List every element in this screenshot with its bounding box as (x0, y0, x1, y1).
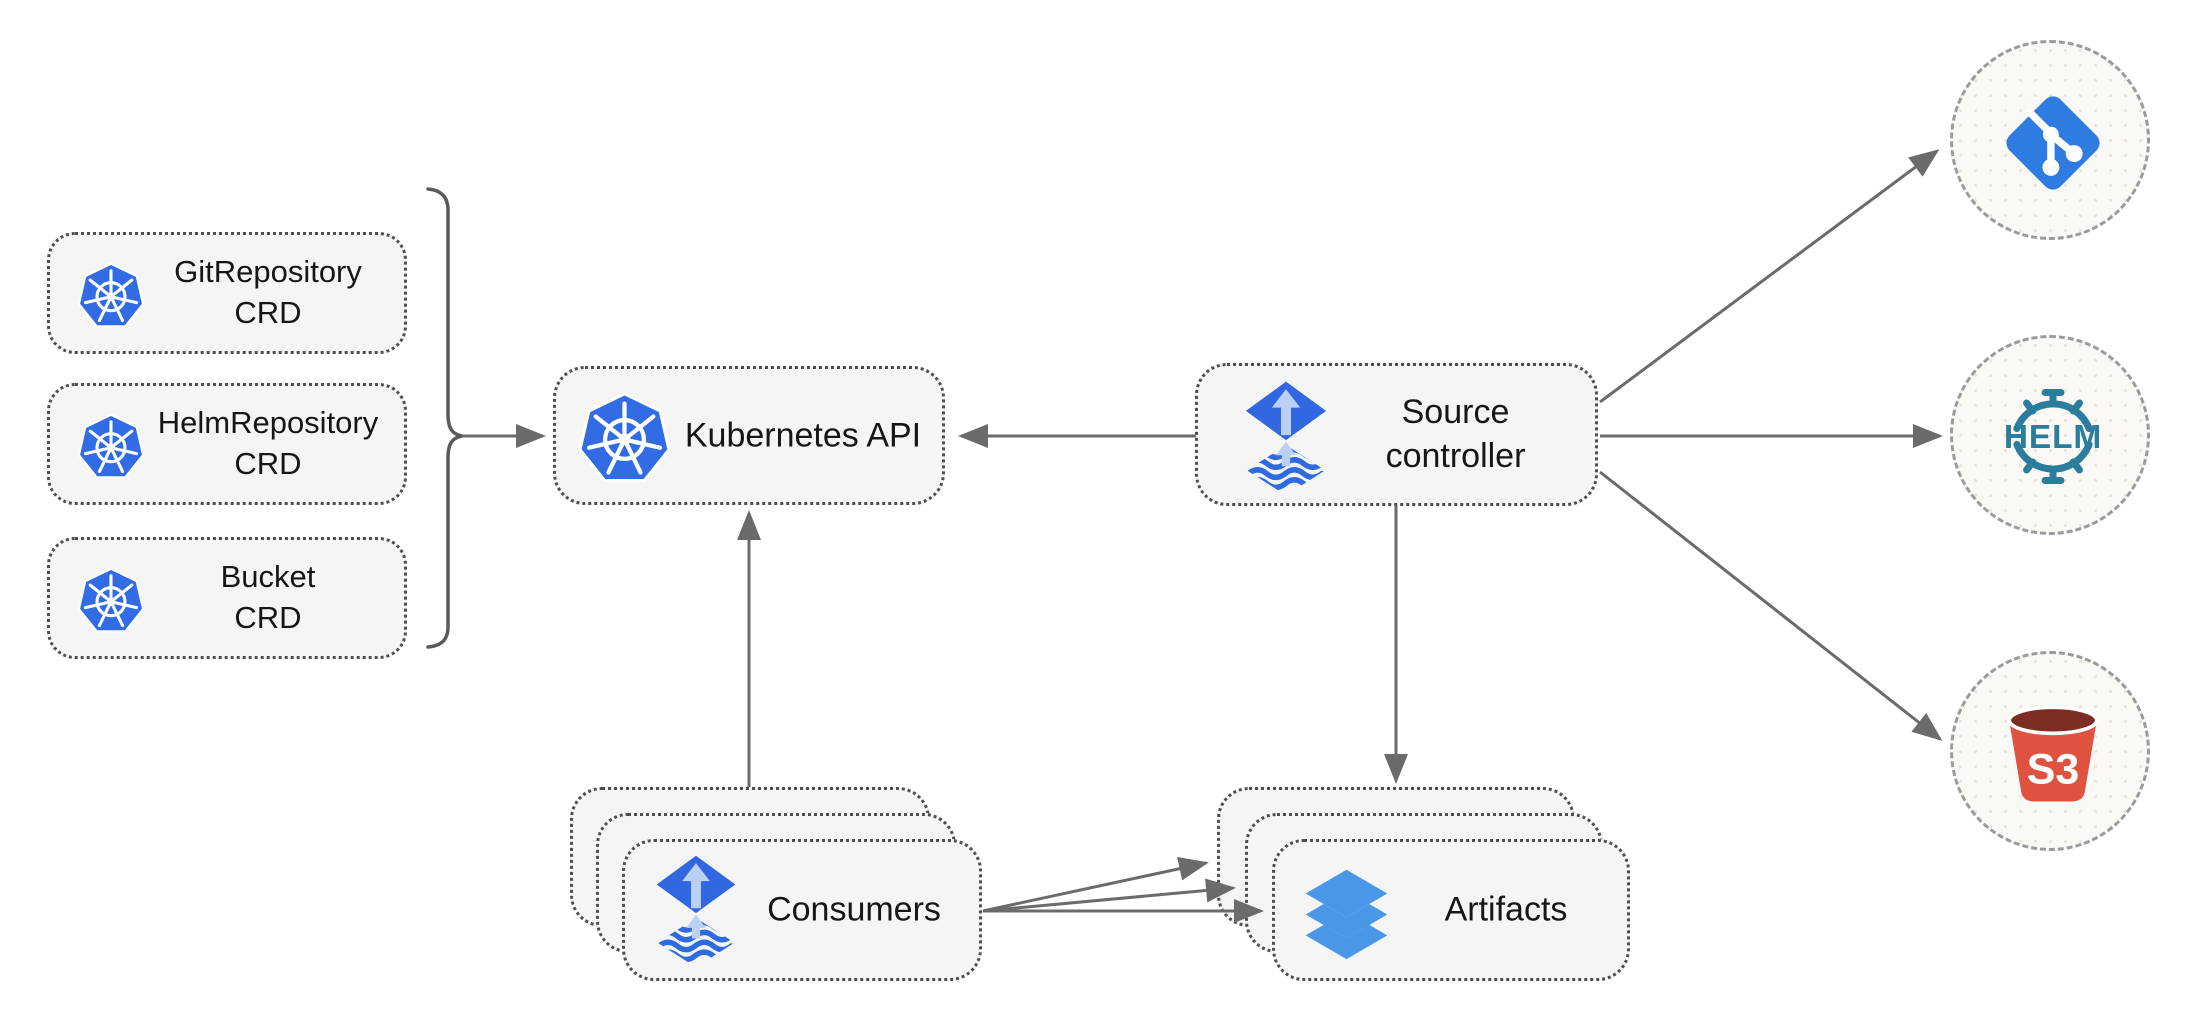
source-controller-label-line1: Source (1401, 392, 1510, 431)
node-helmrepository-crd: HelmRepository CRD (47, 383, 407, 505)
node-s3-external: S3 (1950, 651, 2150, 851)
layers-icon (1299, 866, 1394, 961)
node-bucket-crd: Bucket CRD (47, 537, 407, 659)
edge-source-controller-to-s3 (1599, 470, 1943, 741)
edge-consumers-to-artifacts-2 (982, 878, 1236, 913)
helm-label: HELM (2004, 419, 2102, 456)
flux-icon (1244, 380, 1328, 497)
consumers-label: Consumers (767, 890, 941, 929)
kubernetes-icon (76, 261, 146, 331)
node-git-external (1950, 40, 2150, 240)
gitrepository-crd-label: GitRepository CRD (146, 252, 390, 334)
source-controller-label-line2: controller (1385, 437, 1526, 476)
bucket-crd-label-line1: Bucket (220, 559, 316, 595)
kubernetes-api-label: Kubernetes API (684, 416, 922, 455)
git-icon (2000, 90, 2106, 196)
kubernetes-icon (76, 566, 146, 636)
helmrepository-crd-label: HelmRepository CRD (146, 403, 390, 485)
flux-icon (655, 854, 737, 969)
crd-group-brace (426, 187, 463, 649)
bucket-crd-label: Bucket CRD (146, 557, 390, 639)
edge-consumers-to-artifacts-1 (982, 856, 1209, 913)
node-artifacts: Artifacts (1272, 839, 1630, 981)
kubernetes-icon (76, 412, 146, 482)
artifacts-label: Artifacts (1444, 890, 1568, 929)
gitrepository-crd-label-line1: GitRepository (174, 254, 362, 290)
source-controller-label: Source controller (1328, 390, 1583, 480)
helmrepository-crd-label-line1: HelmRepository (157, 405, 379, 441)
node-source-controller: Source controller (1195, 363, 1598, 506)
helmrepository-crd-label-line2: CRD (234, 446, 302, 481)
kubernetes-icon (576, 390, 673, 487)
node-gitrepository-crd: GitRepository CRD (47, 232, 407, 354)
helm-icon: HELM (1987, 388, 2119, 485)
node-helm-external: HELM (1950, 335, 2150, 535)
s3-label: S3 (2027, 746, 2080, 794)
s3-bucket-icon: S3 (1997, 696, 2109, 808)
node-consumers: Consumers (622, 839, 982, 981)
gitrepository-crd-label-line2: CRD (234, 295, 302, 330)
bucket-crd-label-line2: CRD (234, 600, 302, 635)
node-kubernetes-api: Kubernetes API (553, 366, 945, 505)
edge-source-controller-to-git (1599, 149, 1940, 404)
